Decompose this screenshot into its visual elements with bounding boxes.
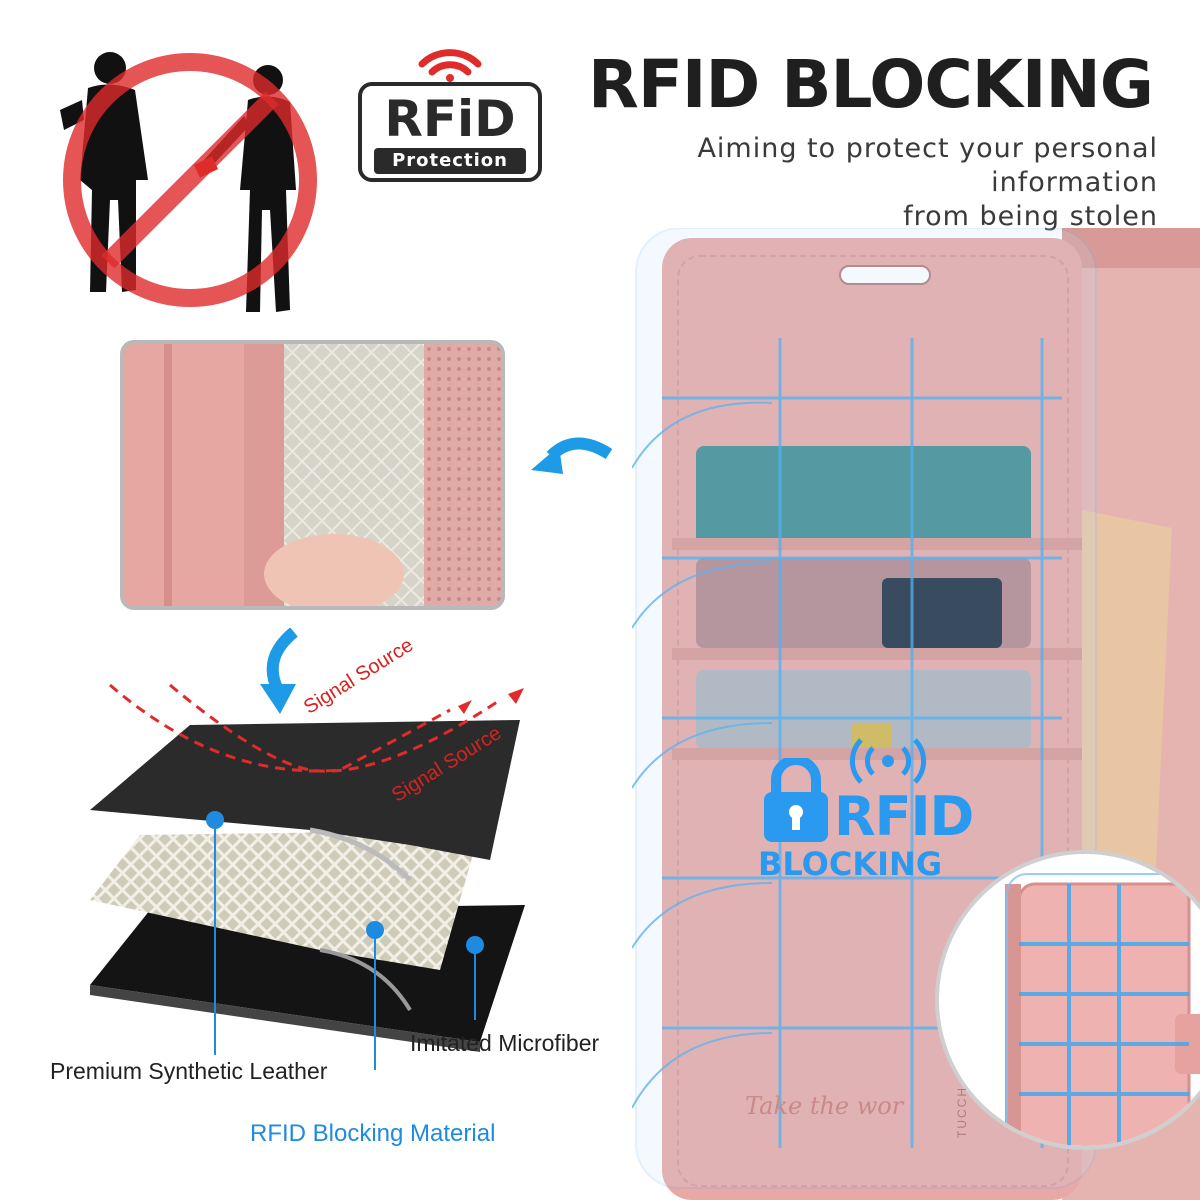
label-rfid-material: RFID Blocking Material <box>250 1120 496 1147</box>
badge-sub-text: Protection <box>374 148 526 174</box>
curved-arrow-icon <box>260 628 298 714</box>
closed-case-inset <box>935 850 1200 1150</box>
no-pickpocket-icon <box>60 52 317 312</box>
brand-text: TUCCH <box>955 1086 969 1138</box>
label-leather: Premium Synthetic Leather <box>50 1058 328 1084</box>
rfid-word: RFID <box>834 785 974 848</box>
emboss-text: Take the wor <box>745 1092 904 1120</box>
wifi-signal-icon <box>849 738 927 784</box>
headline: RFID BLOCKING <box>588 46 1154 123</box>
blocking-word: BLOCKING <box>758 845 943 883</box>
label-microfiber: Imitated Microfiber <box>410 1030 600 1056</box>
curved-arrow-icon <box>531 437 613 474</box>
wifi-signal-icon <box>418 49 482 82</box>
badge-main-text: RFiD <box>384 90 516 148</box>
subline: Aiming to protect your personal informat… <box>538 132 1158 234</box>
layers-diagram <box>90 683 525 1070</box>
subline-line-2: from being stolen <box>903 201 1158 232</box>
rfid-protection-badge: RFiD Protection <box>358 82 542 182</box>
subline-line-1: Aiming to protect your personal informat… <box>697 133 1158 198</box>
closeup-photo <box>120 340 505 610</box>
padlock-icon <box>764 758 828 842</box>
